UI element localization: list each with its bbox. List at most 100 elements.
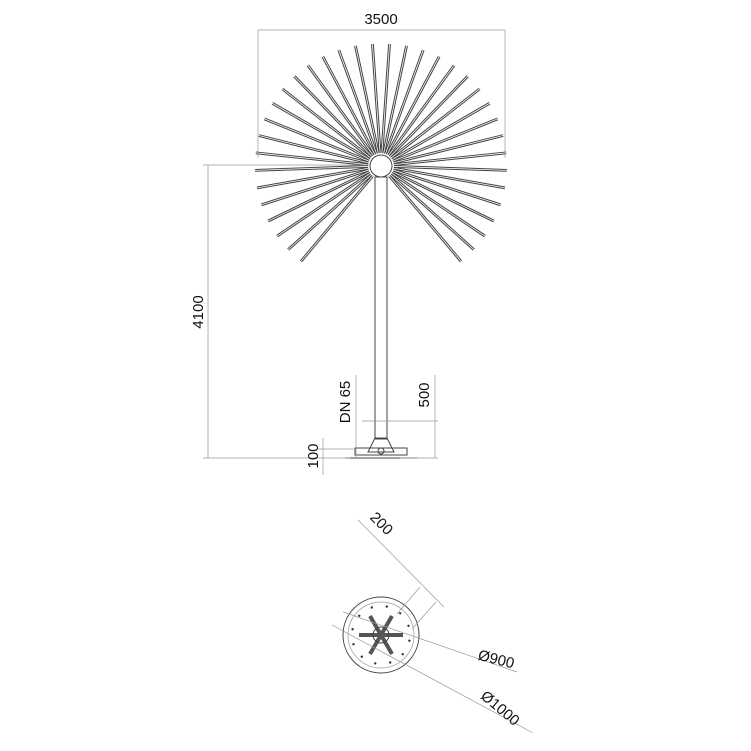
fan-ray <box>355 45 380 154</box>
dimension-height: 4100 <box>190 164 370 459</box>
fan-hub <box>369 154 393 178</box>
fan-ray <box>255 153 369 167</box>
fan-ray <box>272 102 371 160</box>
pole <box>374 176 388 440</box>
fan-ray <box>371 44 380 154</box>
fan-ray <box>337 50 377 155</box>
anchor-bolt <box>385 605 388 608</box>
fan-ray <box>392 117 498 161</box>
fan-ray <box>394 165 507 170</box>
fan-ray <box>388 65 456 157</box>
anchor-bolt <box>389 661 392 664</box>
anchor-bolt <box>351 628 354 631</box>
fan-ray <box>390 87 480 158</box>
fan-ray <box>385 50 425 155</box>
fan-ray <box>354 45 378 154</box>
anchor-bolt <box>407 624 410 627</box>
pipe-label: DN 65 <box>337 381 354 424</box>
fan-ray <box>392 170 501 207</box>
fan-ray <box>308 64 375 156</box>
fan-ray <box>392 103 491 161</box>
fan-ray <box>306 65 374 157</box>
fan-ray <box>393 166 507 172</box>
anchor-bolt <box>374 662 377 665</box>
fan-ray <box>393 153 507 167</box>
base-height-label: 500 <box>416 382 433 407</box>
fan-ray <box>382 45 407 154</box>
fan-ray <box>391 89 481 160</box>
fan-ray <box>258 134 369 163</box>
anchor-bolt <box>408 639 411 642</box>
fan-ray <box>321 56 375 156</box>
fan-ray <box>387 64 454 156</box>
anchor-bolt <box>360 655 363 658</box>
fan-ray <box>387 56 441 156</box>
anchor-bolt <box>399 612 402 615</box>
anchor-bolt <box>358 614 361 617</box>
dimension-width: 3500 <box>257 11 506 158</box>
fan-ray <box>393 151 507 165</box>
fan-ray <box>287 173 372 250</box>
anchor-bolt <box>401 653 404 656</box>
plan-view: 200 Ø900 Ø1000 <box>331 509 534 734</box>
fan-ray <box>323 55 377 155</box>
fan-ray <box>255 166 369 172</box>
bolt <box>377 447 385 455</box>
fan-ray <box>267 170 370 221</box>
dimension-plate: 100 <box>305 438 355 475</box>
anchor-bolt <box>370 606 373 609</box>
fan-ray <box>388 176 461 263</box>
fan-ray <box>393 134 504 163</box>
fan-ray <box>282 87 372 158</box>
fan-ray <box>264 117 370 161</box>
outer-diameter-label: Ø1000 <box>477 688 522 730</box>
fan-ray <box>301 176 374 263</box>
fan-ray <box>256 166 369 188</box>
fan-ray <box>268 172 370 223</box>
fan-ray <box>392 172 486 236</box>
fan-ray <box>393 166 506 188</box>
fan-ray <box>392 172 494 223</box>
fan-ray <box>392 170 495 221</box>
fan-ray <box>281 89 371 160</box>
fan-ray <box>257 168 369 190</box>
dimension-pipe: DN 65 <box>337 375 357 458</box>
fan-ray <box>393 168 502 205</box>
plate-label: 100 <box>305 443 322 468</box>
width-label: 3500 <box>364 11 397 28</box>
fan-ray <box>389 75 468 157</box>
base-spoke <box>368 614 383 637</box>
fan-ray <box>393 119 499 163</box>
fan-ray <box>255 165 368 170</box>
fan-ray <box>384 49 423 154</box>
fan-ray <box>393 168 505 190</box>
fan-ray <box>276 172 370 236</box>
fan-ray <box>258 135 369 165</box>
fan-ray <box>390 76 469 158</box>
dimension-base-height: 500 <box>362 375 438 459</box>
fan-rays <box>255 43 507 263</box>
fan-ray <box>393 135 504 165</box>
fan-ray <box>288 174 373 251</box>
fan-ray <box>380 43 390 154</box>
base-spoke <box>379 633 394 656</box>
fan-ray <box>384 45 408 154</box>
fan-ray <box>389 175 463 262</box>
fan-ray <box>382 44 391 154</box>
fan-ray <box>260 168 369 205</box>
anchor-bolt <box>352 643 355 646</box>
base-spoke <box>379 614 394 637</box>
fan-ray <box>293 76 372 158</box>
fan-ray <box>390 173 485 238</box>
fan-ray <box>255 151 369 165</box>
base-flange <box>367 437 395 453</box>
fan-ray <box>294 75 373 157</box>
fan-ray <box>277 173 372 238</box>
fan-ray <box>339 49 378 154</box>
fan-ray <box>389 174 474 251</box>
fan-ray <box>390 173 475 250</box>
fan-ray <box>372 43 382 154</box>
offset-label: 200 <box>366 509 396 539</box>
fan-ray <box>391 102 490 160</box>
